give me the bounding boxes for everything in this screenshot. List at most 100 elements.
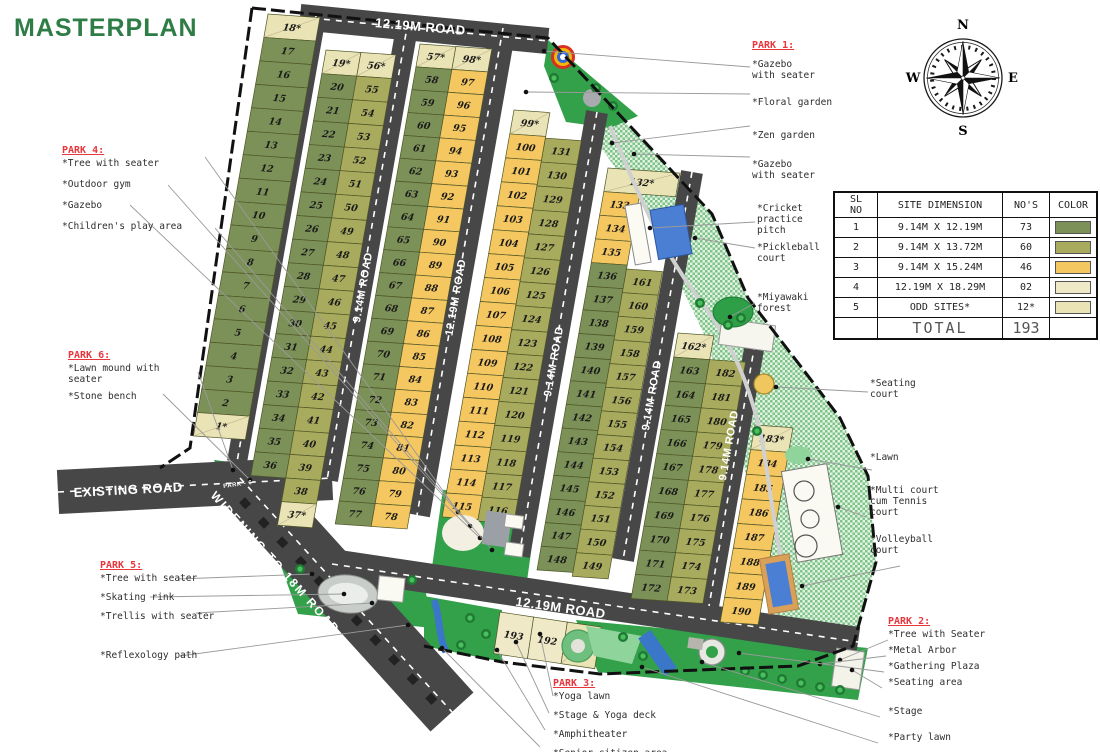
plot-number-39: 39 <box>298 462 313 474</box>
plot-number-34: 34 <box>271 413 286 425</box>
plot-number-172: 172 <box>640 583 662 595</box>
plot-number-18: 18* <box>282 22 302 34</box>
compass-east-label: E <box>1008 71 1018 86</box>
plot-number-129: 129 <box>542 194 564 206</box>
plot-number-176: 176 <box>689 513 711 525</box>
plot-number-189: 189 <box>735 581 757 593</box>
compass-west-label: W <box>905 71 921 86</box>
callout-item: *Cricket practice pitch <box>757 203 803 236</box>
road-b-c-9-14-centerline <box>326 21 409 481</box>
leader-line <box>729 302 756 318</box>
plot-number-124: 124 <box>521 314 543 326</box>
plot-number-20: 20 <box>328 82 344 94</box>
callout-item: *Multi court cum Tennis court <box>870 485 939 518</box>
tree-icon <box>620 634 626 640</box>
plot-number-60: 60 <box>416 120 431 132</box>
plot-number-150: 150 <box>585 537 607 549</box>
site-boundary-line <box>159 6 878 676</box>
plot-odd-slash <box>509 112 551 135</box>
leader-line <box>525 91 751 95</box>
plot-number-79: 79 <box>387 489 402 501</box>
legend-header: SITE DIMENSION <box>877 191 1003 218</box>
plot-number-63: 63 <box>404 189 419 201</box>
plot-number-127: 127 <box>533 242 555 254</box>
plot-number-143: 143 <box>567 436 589 448</box>
tree-icon <box>409 577 415 583</box>
leader-line <box>839 639 889 661</box>
callout-item: *Stage & Yoga deck <box>553 710 656 721</box>
plot-odd-slash <box>263 17 320 38</box>
callout-item: *Stone bench <box>68 391 137 402</box>
callout-park-5: PARK 5:*Tree with seater*Skating rink*Tr… <box>100 560 214 661</box>
plot-number-26: 26 <box>303 224 319 236</box>
plot-number-91: 91 <box>436 214 451 226</box>
plot-number-71: 71 <box>372 372 387 384</box>
plot-number-29: 29 <box>291 294 307 306</box>
leader-dot <box>805 456 811 462</box>
callout-item: *Tree with seater <box>100 573 198 584</box>
plot-number-32: 32 <box>279 365 294 377</box>
tree-icon <box>467 615 473 621</box>
plot-number-17: 17 <box>280 46 295 58</box>
outdoor-gym-icon <box>481 510 513 548</box>
callout-item: *Lawn mound with seater <box>68 363 160 385</box>
col-e: 132*133134135136137138139140141142143144… <box>536 167 681 580</box>
plot-odd-slash <box>673 335 715 358</box>
site-boundary <box>159 6 878 676</box>
plot-number-68: 68 <box>384 303 399 315</box>
plot-number-48: 48 <box>335 250 350 262</box>
plot-number-51: 51 <box>348 179 363 191</box>
leader-dot <box>523 89 529 95</box>
feature <box>706 646 718 658</box>
plot-number-99: 99* <box>520 118 540 130</box>
plot-number-12: 12 <box>259 163 274 175</box>
leader-line <box>851 669 883 689</box>
callout-item: *Children's play area <box>62 221 183 232</box>
leader-line <box>633 153 751 158</box>
plot-number-33: 33 <box>275 389 290 401</box>
plot-number-159: 159 <box>623 324 645 336</box>
plot-number-90: 90 <box>432 237 447 249</box>
leader-dot <box>835 504 841 510</box>
compass-north-label: N <box>957 18 969 33</box>
plot-number-128: 128 <box>538 218 560 230</box>
road-label: EXISTING ROAD <box>73 479 183 500</box>
leader-dot <box>309 571 315 577</box>
road-bottom-12-19-centerline <box>331 563 859 643</box>
callout-item: *Seating court <box>870 378 916 400</box>
plot-number-167: 167 <box>661 462 683 474</box>
feature <box>800 509 820 529</box>
plot-number-122: 122 <box>512 362 534 374</box>
plot-number-54: 54 <box>360 108 375 120</box>
col-d: 99*1001011021031041051061071081091101111… <box>441 109 582 524</box>
plot-number-103: 103 <box>502 214 524 226</box>
callout-item: *Gathering Plaza <box>888 661 980 672</box>
leader-line <box>179 624 409 657</box>
callout-heading-park-3: PARK 3: <box>553 678 596 689</box>
plot-number-47: 47 <box>331 273 346 285</box>
plot-number-80: 80 <box>391 466 406 478</box>
plot-number-78: 78 <box>383 511 398 523</box>
leader-line <box>177 573 313 580</box>
legend-header: SL NO <box>833 191 878 218</box>
plot-number-146: 146 <box>554 507 576 519</box>
leader-dot <box>494 647 500 653</box>
tree-icon <box>640 653 646 659</box>
tree-icon <box>798 680 804 686</box>
tree-icon <box>742 668 748 674</box>
leader-line <box>197 371 234 471</box>
plot-number-13: 13 <box>263 140 278 152</box>
leader-line <box>694 237 756 249</box>
plot-number-157: 157 <box>615 372 637 384</box>
road-label: PARK - 6 <box>223 480 253 490</box>
leader-line <box>775 386 869 393</box>
lawn-icon <box>785 446 811 464</box>
plot-number-53: 53 <box>356 132 371 144</box>
plot-number-162: 162* <box>680 341 707 354</box>
leader-line <box>214 227 493 551</box>
plot-190 <box>719 597 763 626</box>
